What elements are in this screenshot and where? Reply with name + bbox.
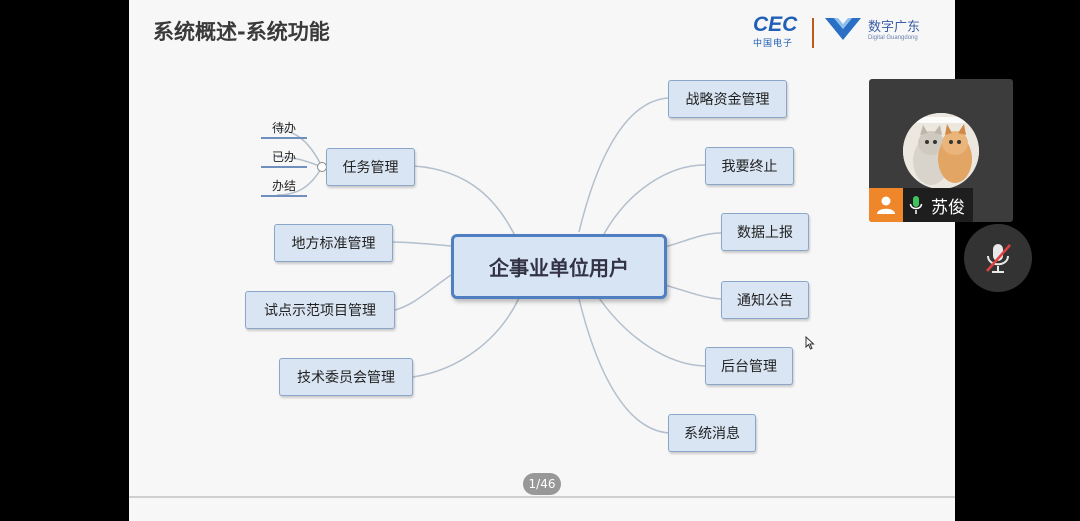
node-technical-committee: 技术委员会管理	[279, 358, 413, 396]
mute-toggle-button[interactable]	[964, 224, 1032, 292]
node-backend-management: 后台管理	[705, 347, 793, 385]
microphone-active-icon	[909, 196, 923, 214]
leaf-pending: 待办	[271, 121, 296, 135]
leaf-underline	[261, 137, 307, 139]
node-strategic-funds: 战略资金管理	[668, 80, 787, 118]
slide-bottom-border	[129, 496, 955, 498]
cat-avatar-icon	[903, 113, 979, 189]
participant-name: 苏俊	[929, 188, 973, 222]
leaf-done: 已办	[271, 150, 296, 164]
mic-status	[903, 188, 929, 222]
avatar	[903, 113, 979, 189]
presentation-slide: 系统概述-系统功能 CEC 中国电子 数字广东 Digital Guangdon…	[129, 0, 955, 521]
page-indicator: 1/46	[523, 473, 561, 495]
person-icon	[877, 196, 895, 214]
mouse-cursor-icon	[805, 336, 815, 350]
logo-divider	[812, 18, 814, 48]
user-badge	[869, 188, 903, 222]
digital-guangdong-icon	[825, 18, 861, 40]
participant-video-tile[interactable]: 苏俊	[869, 79, 1013, 222]
digital-guangdong-subtext: Digital Guangdong	[868, 34, 918, 41]
participant-name-bar: 苏俊	[869, 188, 973, 222]
node-system-messages: 系统消息	[668, 414, 756, 452]
cec-logo: CEC 中国电子	[753, 13, 798, 50]
node-pilot-projects: 试点示范项目管理	[245, 291, 395, 329]
leaf-closed: 办结	[271, 179, 296, 193]
mindmap-connectors	[276, 97, 722, 434]
digital-guangdong-logo: 数字广东 Digital Guangdong	[824, 14, 920, 42]
microphone-muted-icon	[986, 244, 1011, 273]
node-task-management: 任务管理	[326, 148, 415, 186]
slide-title: 系统概述-系统功能	[153, 20, 330, 44]
node-data-report: 数据上报	[721, 213, 809, 251]
node-local-standards: 地方标准管理	[274, 224, 393, 262]
digital-guangdong-text: 数字广东	[868, 19, 921, 35]
leaf-underline	[261, 166, 307, 168]
cec-logo-text: CEC	[753, 13, 798, 36]
node-notices: 通知公告	[721, 281, 809, 319]
cec-logo-subtext: 中国电子	[753, 39, 794, 49]
node-center-enterprise-user: 企事业单位用户	[451, 234, 667, 299]
leaf-underline	[261, 195, 307, 197]
node-terminate: 我要终止	[705, 147, 794, 185]
